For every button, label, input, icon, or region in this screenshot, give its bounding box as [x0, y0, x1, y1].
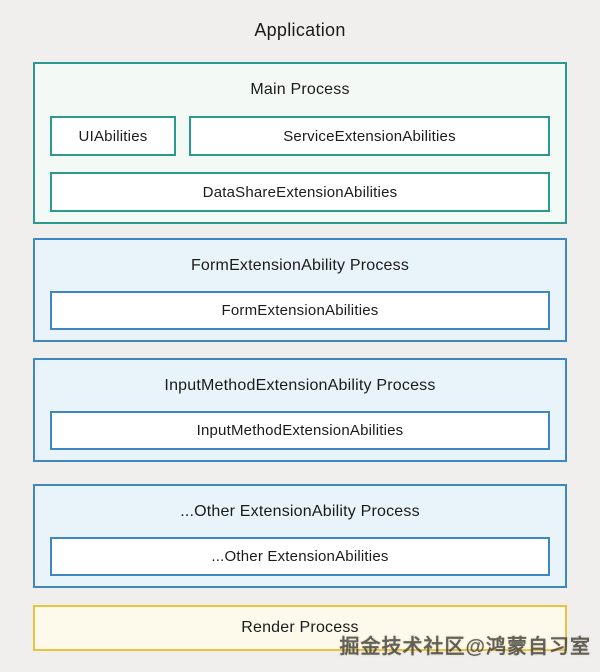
- render-process-label: Render Process: [241, 619, 359, 636]
- other-extension-process-label: ...Other ExtensionAbility Process: [180, 503, 420, 520]
- other-extension-abilities-box: ...Other ExtensionAbilities: [50, 537, 550, 576]
- main-process-label: Main Process: [250, 81, 350, 98]
- render-process-box: Render Process: [33, 605, 567, 651]
- main-process-row-2: DataShareExtensionAbilities: [50, 172, 550, 212]
- inputmethod-extension-process-box: InputMethodExtensionAbility Process Inpu…: [33, 358, 567, 462]
- watermark-text: 掘金技术社区@鸿蒙自习室: [339, 636, 591, 658]
- uiabilities-box: UIAbilities: [50, 116, 176, 156]
- main-process-row-1: UIAbilities ServiceExtensionAbilities: [50, 116, 550, 156]
- application-label: Application: [254, 20, 346, 40]
- other-extension-process-box: ...Other ExtensionAbility Process ...Oth…: [33, 484, 567, 588]
- main-process-box: Main Process UIAbilities ServiceExtensio…: [33, 62, 567, 224]
- inputmethod-extension-process-label: InputMethodExtensionAbility Process: [164, 377, 436, 394]
- form-extension-process-label: FormExtensionAbility Process: [190, 257, 410, 274]
- datashare-extension-abilities-box: DataShareExtensionAbilities: [50, 172, 550, 212]
- form-extension-process-box: FormExtensionAbility Process FormExtensi…: [33, 238, 567, 342]
- inputmethod-extension-abilities-box: InputMethodExtensionAbilities: [50, 411, 550, 450]
- service-extension-abilities-box: ServiceExtensionAbilities: [189, 116, 550, 156]
- form-extension-abilities-box: FormExtensionAbilities: [50, 291, 550, 330]
